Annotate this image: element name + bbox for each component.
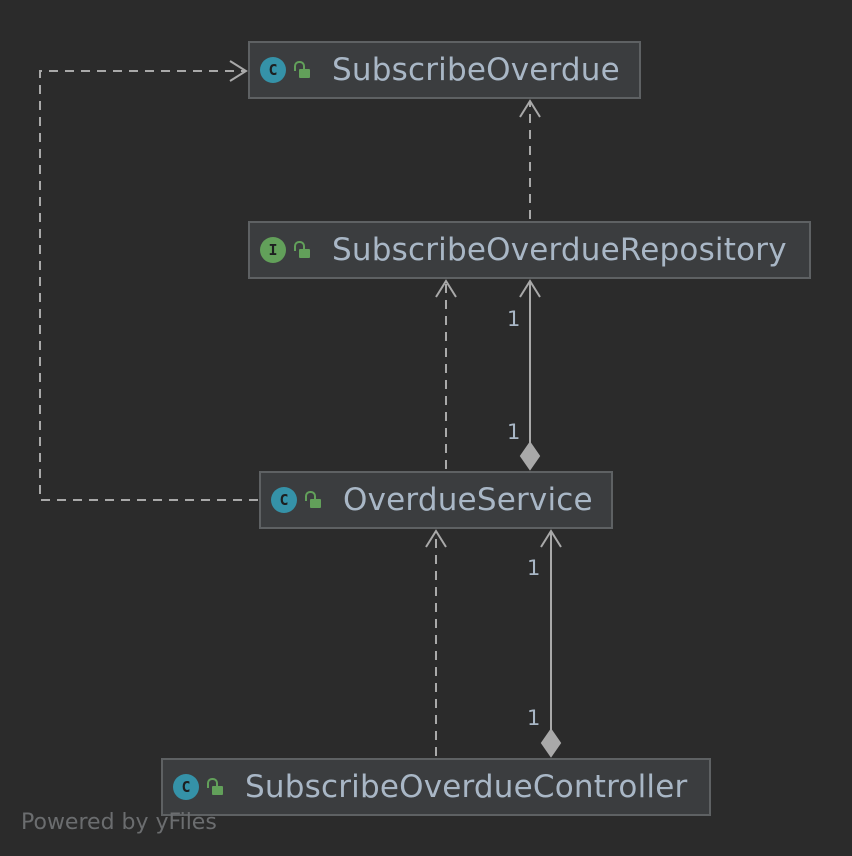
interface-kind-icon: I [260,237,286,263]
public-visibility-lock-icon [207,776,225,798]
edge-service-to-subscribe-overdue [39,60,258,501]
edge-repository-to-subscribe-overdue [519,99,541,219]
node-subscribe-overdue-controller[interactable]: C SubscribeOverdueController [161,758,711,816]
class-kind-icon: C [260,57,286,83]
node-subscribe-overdue[interactable]: C SubscribeOverdue [248,41,641,99]
multiplicity-repository-end: 1 [507,307,521,331]
node-name: SubscribeOverdue [332,52,620,88]
public-visibility-lock-icon [294,59,312,81]
multiplicity-controller-source: 1 [527,706,541,730]
node-name: OverdueService [343,482,593,518]
public-visibility-lock-icon [305,489,323,511]
edge-service-to-repository-composition [519,279,541,471]
edge-controller-to-service-composition [540,529,562,758]
public-visibility-lock-icon [294,239,312,261]
class-kind-icon: C [173,774,199,800]
node-overdue-service[interactable]: C OverdueService [259,471,613,529]
class-kind-icon: C [271,487,297,513]
multiplicity-service-end: 1 [527,556,541,580]
node-subscribe-overdue-repository[interactable]: I SubscribeOverdueRepository [248,221,811,279]
edge-controller-to-service-dependency [425,529,447,756]
edge-service-to-repository-dependency [435,279,457,469]
yfiles-credit: Powered by yFiles [21,810,217,835]
node-name: SubscribeOverdueController [245,769,688,805]
multiplicity-service-source: 1 [507,420,521,444]
node-name: SubscribeOverdueRepository [332,232,787,268]
